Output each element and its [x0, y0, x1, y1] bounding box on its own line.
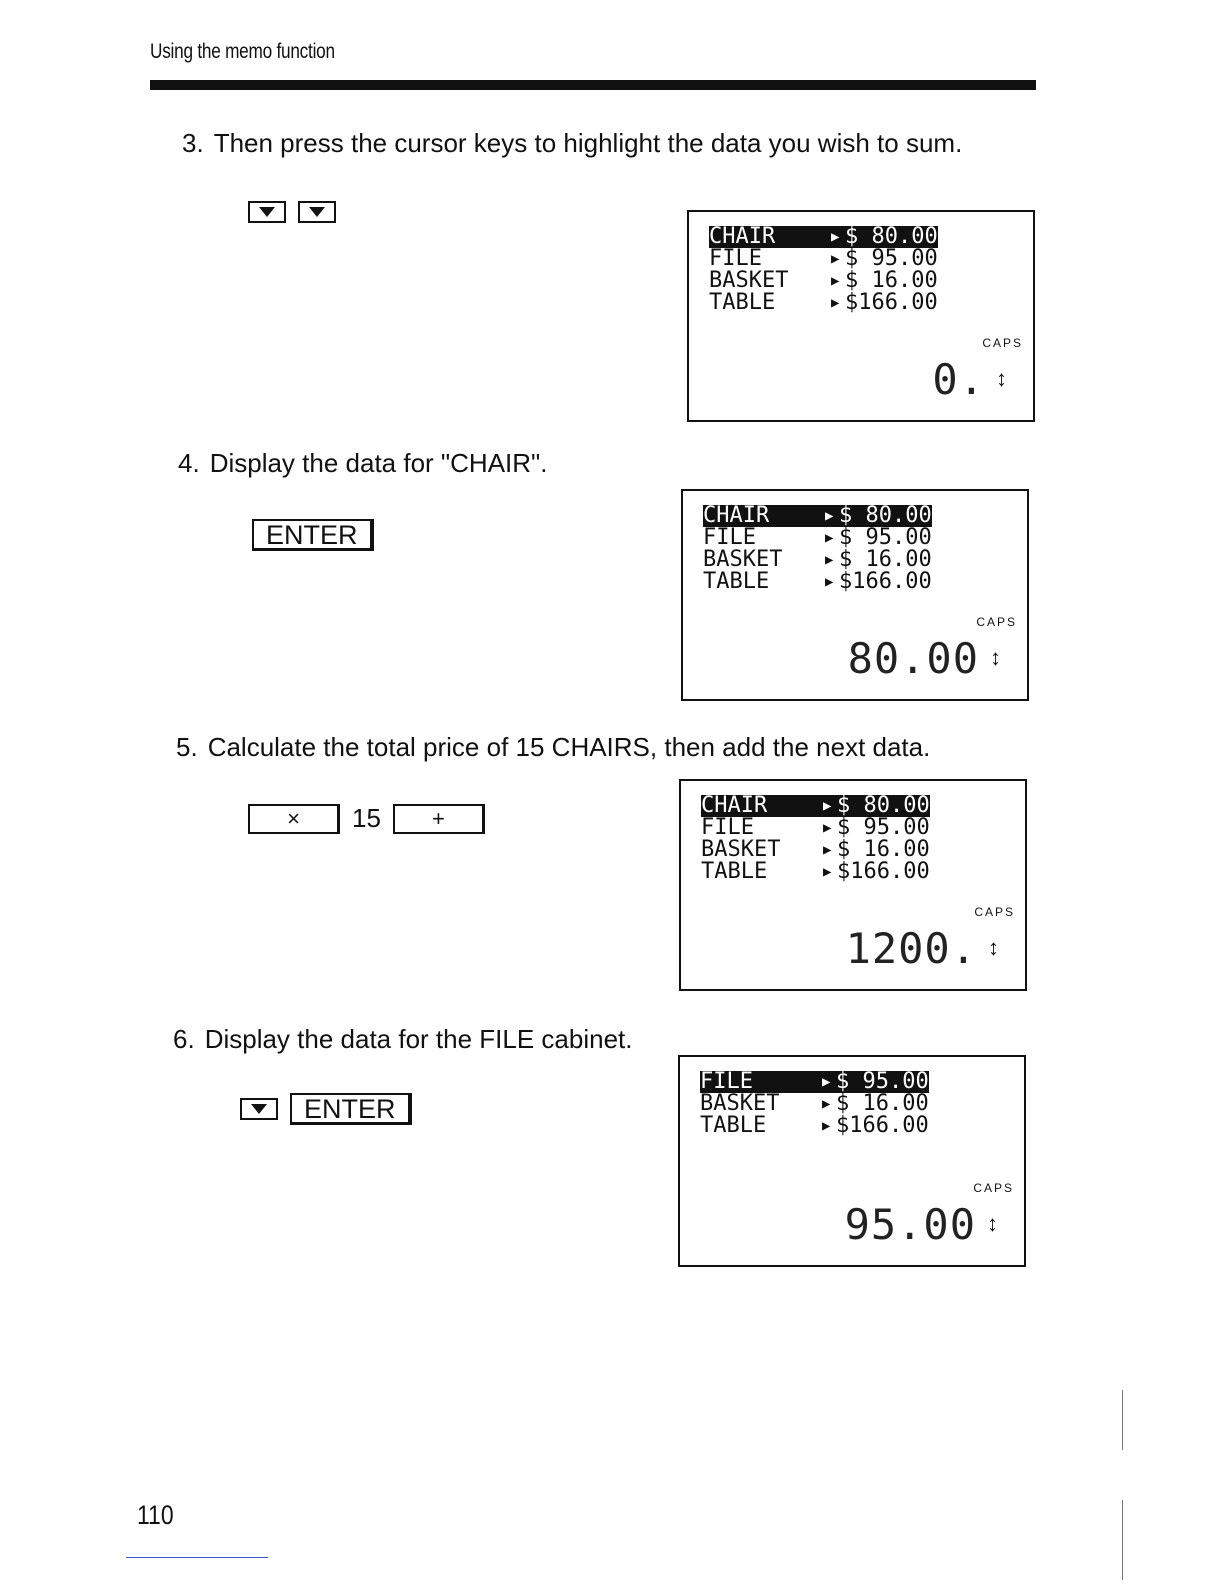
lcd-line: FILE▶$ 95.00 [703, 525, 932, 550]
lcd-result: 1200. [845, 924, 977, 973]
lcd-result: 95.00 [844, 1200, 976, 1249]
step-5: 5. Calculate the total price of 15 CHAIRS… [176, 732, 930, 763]
page-number: 110 [137, 1500, 174, 1530]
down-arrow-key [298, 201, 336, 223]
step-number: 3. [182, 128, 204, 158]
up-down-icon: ↕ [988, 935, 999, 960]
lcd-display-step-4: CHAIR▶$ 80.00 FILE▶$ 95.00 BASKET▶$ 16.0… [681, 489, 1029, 701]
lcd-line-highlighted: CHAIR▶$ 80.00 [709, 224, 938, 249]
down-arrow-key [240, 1098, 278, 1120]
step-number: 6. [173, 1024, 195, 1054]
down-arrow-key [248, 201, 286, 223]
lcd-line: BASKET▶$ 16.00 [700, 1091, 929, 1116]
lcd-memo-list: CHAIR▶$ 80.00 FILE▶$ 95.00 BASKET▶$ 16.0… [709, 226, 938, 314]
step-3-keys [248, 201, 336, 223]
lcd-line-highlighted: FILE▶$ 95.00 [700, 1069, 929, 1094]
lcd-result: 80.00 [847, 634, 979, 683]
margin-mark [1122, 1500, 1123, 1580]
caps-indicator: CAPS [973, 1181, 1014, 1195]
step-3: 3. Then press the cursor keys to highligh… [182, 128, 962, 159]
up-down-icon: ↕ [990, 645, 1001, 670]
enter-key: ENTER [290, 1093, 412, 1125]
multiply-key: × [248, 803, 340, 834]
lcd-display-step-3: CHAIR▶$ 80.00 FILE▶$ 95.00 BASKET▶$ 16.0… [687, 210, 1035, 422]
step-6: 6. Display the data for the FILE cabinet. [173, 1024, 632, 1055]
plus-key: + [392, 803, 485, 834]
lcd-line: BASKET▶$ 16.00 [701, 837, 930, 862]
step-5-keys: × 15 + [248, 803, 485, 834]
lcd-line: FILE▶$ 95.00 [709, 246, 938, 271]
lcd-line-highlighted: CHAIR▶$ 80.00 [701, 793, 930, 818]
lcd-line-highlighted: CHAIR▶$ 80.00 [703, 503, 932, 528]
lcd-memo-list: CHAIR▶$ 80.00 FILE▶$ 95.00 BASKET▶$ 16.0… [703, 505, 932, 593]
lcd-line: TABLE▶$166.00 [701, 859, 930, 884]
lcd-memo-list: FILE▶$ 95.00 BASKET▶$ 16.00 TABLE▶$166.0… [700, 1071, 929, 1137]
caps-indicator: CAPS [976, 615, 1017, 629]
lcd-line: BASKET▶$ 16.00 [703, 547, 932, 572]
running-header: Using the memo function [150, 40, 335, 63]
down-arrow-icon [259, 207, 275, 217]
step-text: Display the data for "CHAIR". [209, 448, 548, 478]
lcd-line: BASKET▶$ 16.00 [709, 268, 938, 293]
number-entry: 15 [352, 803, 381, 833]
lcd-line: TABLE▶$166.00 [703, 569, 932, 594]
margin-mark [1122, 1390, 1123, 1450]
lcd-memo-list: CHAIR▶$ 80.00 FILE▶$ 95.00 BASKET▶$ 16.0… [701, 795, 930, 883]
step-4: 4. Display the data for "CHAIR". [178, 448, 548, 479]
footer-rule [126, 1557, 268, 1558]
step-number: 4. [178, 448, 200, 478]
lcd-line: TABLE▶$166.00 [700, 1113, 929, 1138]
up-down-icon: ↕ [996, 366, 1007, 391]
step-number: 5. [176, 732, 198, 762]
down-arrow-icon [251, 1104, 267, 1114]
lcd-result: 0. [932, 355, 985, 404]
caps-indicator: CAPS [982, 336, 1023, 350]
caps-indicator: CAPS [974, 905, 1015, 919]
step-text: Display the data for the FILE cabinet. [204, 1024, 633, 1054]
step-6-keys: ENTER [240, 1093, 412, 1125]
step-text: Calculate the total price of 15 CHAIRS, … [207, 732, 931, 762]
header-rule [150, 80, 1036, 90]
enter-key: ENTER [252, 519, 374, 551]
lcd-display-step-5: CHAIR▶$ 80.00 FILE▶$ 95.00 BASKET▶$ 16.0… [679, 779, 1027, 991]
lcd-line: TABLE▶$166.00 [709, 290, 938, 315]
step-text: Then press the cursor keys to highlight … [213, 128, 963, 158]
step-4-keys: ENTER [252, 519, 374, 551]
lcd-line: FILE▶$ 95.00 [701, 815, 930, 840]
down-arrow-icon [309, 207, 325, 217]
up-down-icon: ↕ [987, 1211, 998, 1236]
lcd-display-step-6: FILE▶$ 95.00 BASKET▶$ 16.00 TABLE▶$166.0… [678, 1055, 1026, 1267]
